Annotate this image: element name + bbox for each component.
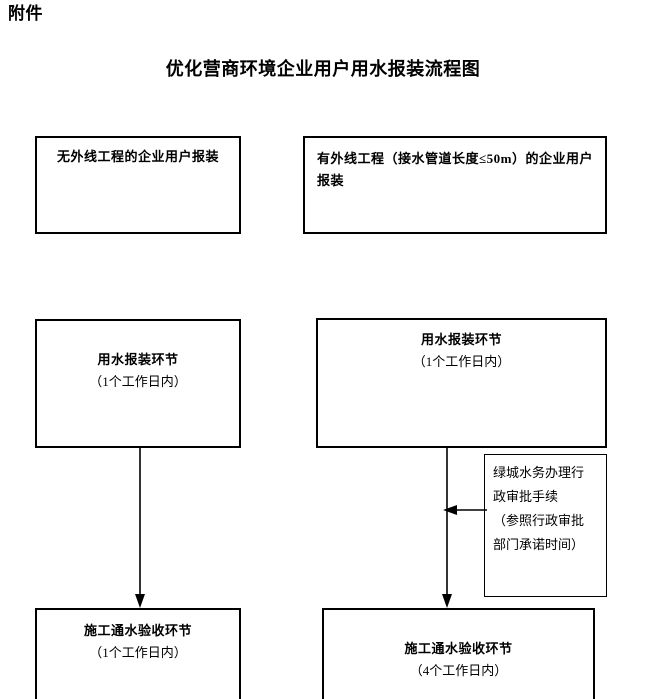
node-left-step2-duration: （1个工作日内） — [89, 645, 187, 660]
node-right-step2-duration: （4个工作日内） — [409, 663, 508, 678]
arrow-left-icon — [443, 505, 487, 515]
node-left-step2-title: 施工通水验收环节 — [83, 623, 192, 638]
arrow-down-icon — [442, 448, 452, 608]
node-left-step2: 施工通水验收环节 （1个工作日内） — [35, 608, 241, 699]
node-approval-note-line1: 绿城水务办理行 — [493, 465, 585, 480]
arrow-down-icon — [135, 448, 145, 608]
attachment-label: 附件 — [8, 4, 43, 23]
node-approval-note: 绿城水务办理行 政审批手续 （参照行政审批 部门承诺时间） — [484, 454, 607, 597]
node-left-start: 无外线工程的企业用户报装 — [35, 136, 241, 234]
node-right-step1-duration: （1个工作日内） — [412, 354, 511, 369]
node-left-step1-title: 用水报装环节 — [97, 352, 179, 367]
connector-left-step1-to-step2 — [131, 448, 151, 608]
node-left-start-text: 无外线工程的企业用户报装 — [56, 149, 219, 164]
node-right-step2: 施工通水验收环节 （4个工作日内） — [322, 608, 595, 699]
node-right-start-text: 有外线工程（接水管道长度≤50m）的企业用户报装 — [317, 151, 593, 188]
node-approval-note-line3: （参照行政审批 — [493, 513, 585, 528]
connector-right-step1-to-step2 — [438, 448, 458, 608]
node-right-step2-title: 施工通水验收环节 — [404, 641, 513, 656]
connector-note-to-right-flow — [443, 502, 487, 518]
node-right-step1: 用水报装环节 （1个工作日内） — [316, 318, 607, 448]
node-left-step1: 用水报装环节 （1个工作日内） — [35, 319, 241, 448]
node-left-step1-duration: （1个工作日内） — [89, 374, 187, 389]
node-approval-note-line4: 部门承诺时间） — [493, 537, 585, 552]
node-right-start: 有外线工程（接水管道长度≤50m）的企业用户报装 — [303, 136, 607, 234]
page-title: 优化营商环境企业用户用水报装流程图 — [165, 59, 481, 79]
node-approval-note-line2: 政审批手续 — [493, 489, 559, 504]
node-right-step1-title: 用水报装环节 — [420, 332, 502, 347]
